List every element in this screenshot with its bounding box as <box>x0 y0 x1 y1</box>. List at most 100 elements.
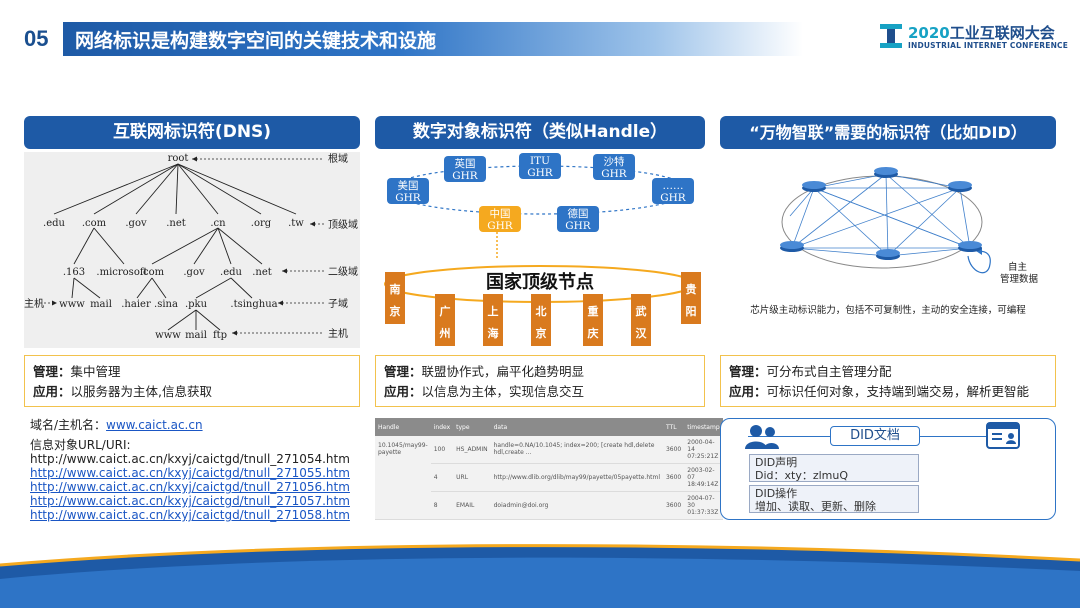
city-char: 汉 <box>636 326 648 340</box>
dns-host: mail <box>185 330 207 341</box>
logo-title: 2020工业互联网大会 <box>908 22 1055 43</box>
info-key: 应用： <box>384 384 422 399</box>
ghr-node-label: GHR <box>527 167 554 179</box>
table-cell: handle=0.NA/10.1045; index=200; [create … <box>490 436 663 464</box>
info-value: 以服务器为主体,信息获取 <box>70 384 212 399</box>
table-cell: 8 <box>430 491 454 521</box>
dns-host: ftp <box>213 330 227 341</box>
dns-tld: .org <box>251 218 272 229</box>
city-char: 海 <box>488 326 499 340</box>
city-char: 广 <box>440 304 451 318</box>
did-caption: 芯片级主动标识能力，包括不可复制性，主动的安全连接，可编程 <box>750 304 1026 316</box>
ghr-node-label: …… <box>663 180 684 192</box>
city-char: 北 <box>536 304 547 318</box>
table-header-row: Handle index type data TTL timestamp <box>375 418 723 436</box>
domain-label: 域名/主机名： <box>30 418 107 432</box>
dns-second-level: .net <box>252 267 272 278</box>
city-char: 南 <box>390 282 401 296</box>
dns-second-level: .163 <box>63 267 85 278</box>
logo-subtitle: INDUSTRIAL INTERNET CONFERENCE <box>908 41 1069 50</box>
ghr-node-label: 德国 <box>568 207 589 220</box>
table-cell: 2000-04-14 07:25:21Z <box>684 436 723 464</box>
dns-tld: .edu <box>43 218 65 229</box>
domain-link[interactable]: www.caict.ac.cn <box>106 418 203 432</box>
table-row: 8 EMAIL doiadmin@doi.org 3600 2004-07-30… <box>375 491 723 521</box>
dns-host: www <box>59 299 85 310</box>
handle-diagram: 美国 GHR 英国 GHR ITU GHR 沙特 GHR …… GHR 中国 G… <box>384 153 701 346</box>
table-cell: 2003-02-07 18:49:14Z <box>684 463 723 492</box>
logo-year: 2020 <box>908 24 950 42</box>
table-cell: 3600 <box>662 463 685 492</box>
ghr-node-label: GHR <box>487 220 514 232</box>
did-column-title: “万物智联”需要的标识符（比如DID） <box>720 116 1056 149</box>
chip-node-icon <box>874 167 898 178</box>
dns-level-label: 子域 <box>328 297 348 310</box>
users-icon <box>745 425 779 449</box>
column-header: Handle <box>375 418 431 436</box>
did-network-diagram: 自主 管理数据 芯片级主动标识能力，包括不可复制性，主动的安全连接，可编程 <box>750 167 1039 316</box>
did-declaration-title: DID声明 <box>755 456 798 469</box>
table-cell: 100 <box>430 436 454 464</box>
uri-link[interactable]: http://www.caict.ac.cn/kxyj/caictgd/tnul… <box>30 508 350 522</box>
chip-node-icon <box>958 241 982 252</box>
dns-subdomain: .tsinghua <box>230 299 277 310</box>
uri-link[interactable]: http://www.caict.ac.cn/kxyj/caictgd/tnul… <box>30 480 350 494</box>
table-cell: http://www.dlib.org/dlib/may99/payette/0… <box>490 463 663 492</box>
dns-level-label: 根域 <box>328 152 348 165</box>
ghr-node-label: ITU <box>530 155 550 167</box>
ghr-nodes: 美国 GHR 英国 GHR ITU GHR 沙特 GHR …… GHR 中国 G… <box>387 153 694 232</box>
uri-link[interactable]: http://www.caict.ac.cn/kxyj/caictgd/tnul… <box>30 466 350 480</box>
dns-second-level: .com <box>140 267 165 278</box>
dns-tld: .cn <box>210 218 226 229</box>
dns-second-level: .microsoft <box>96 267 147 278</box>
national-node-title: 国家顶级节点 <box>486 271 594 293</box>
table-cell: HS_ADMIN <box>453 436 491 464</box>
slide-number: 05 <box>24 26 49 51</box>
city-char: 京 <box>536 326 547 340</box>
ghr-node-label: GHR <box>660 192 687 204</box>
chip-node-icon <box>780 241 804 252</box>
chip-node-icon <box>948 181 972 192</box>
dns-info-box: 管理：集中管理 应用：以服务器为主体,信息获取 <box>24 355 360 407</box>
did-info-box: 管理：可分布式自主管理分配 应用：可标识任何对象，支持端到端交易，解析更智能 <box>720 355 1056 407</box>
did-device-icons <box>780 167 982 260</box>
city-char: 上 <box>488 304 499 318</box>
logo-name: 工业互联网大会 <box>949 24 1055 42</box>
info-key: 应用： <box>33 384 71 399</box>
ghr-node-label: GHR <box>565 220 592 232</box>
handle-cell: 10.1045/may99-payette <box>375 436 431 520</box>
info-key: 应用： <box>729 384 767 399</box>
title-bar: 网络标识是构建数字空间的关键技术和设施 <box>63 22 803 56</box>
dns-subdomain: .haier <box>121 299 151 310</box>
dns-tree-diagram: root .edu .com .gov .net .cn .org .tw .1… <box>24 152 358 341</box>
handle-info-box: 管理：联盟协作式，扁平化趋势明显 应用：以信息为主体，实现信息交互 <box>375 355 705 407</box>
dns-subdomain: .sina <box>154 299 178 310</box>
city-char: 武 <box>636 304 647 318</box>
info-value: 联盟协作式，扁平化趋势明显 <box>421 364 585 379</box>
handle-record-table: Handle index type data TTL timestamp 10.… <box>375 418 723 521</box>
city-char: 重 <box>588 304 599 318</box>
footer-band <box>0 544 1080 608</box>
city-char: 州 <box>439 327 451 340</box>
uri-link[interactable]: http://www.caict.ac.cn/kxyj/caictgd/tnul… <box>30 494 350 508</box>
dns-root: root <box>168 153 189 164</box>
city-char: 庆 <box>587 326 599 340</box>
dns-tree-background <box>24 152 360 348</box>
table-cell: EMAIL <box>453 491 491 521</box>
column-header: index <box>430 418 454 436</box>
info-value: 可标识任何对象，支持端到端交易，解析更智能 <box>766 384 1030 399</box>
self-manage-label: 管理数据 <box>1000 273 1039 285</box>
dns-host: mail <box>90 299 112 310</box>
ghr-node-label: GHR <box>395 192 422 204</box>
dns-level-label: 主机 <box>328 327 348 340</box>
city-nodes: 南 京 广 州 上 海 北 京 重 庆 武 汉 贵 阳 <box>385 272 701 346</box>
uri-links-section: 域名/主机名：www.caict.ac.cn 信息对象URL/URI: http… <box>30 418 350 522</box>
did-declaration-value: Did：xty：zlmuQ <box>755 469 849 482</box>
ghr-node-label: 英国 <box>455 157 476 170</box>
city-char: 阳 <box>686 304 697 318</box>
ghr-node-label: 沙特 <box>604 156 625 168</box>
dns-host-label: 主机 <box>24 297 44 310</box>
ghr-node-label: 中国 <box>490 207 511 220</box>
info-key: 管理： <box>33 364 71 379</box>
uri-plain: http://www.caict.ac.cn/kxyj/caictgd/tnul… <box>30 452 350 466</box>
